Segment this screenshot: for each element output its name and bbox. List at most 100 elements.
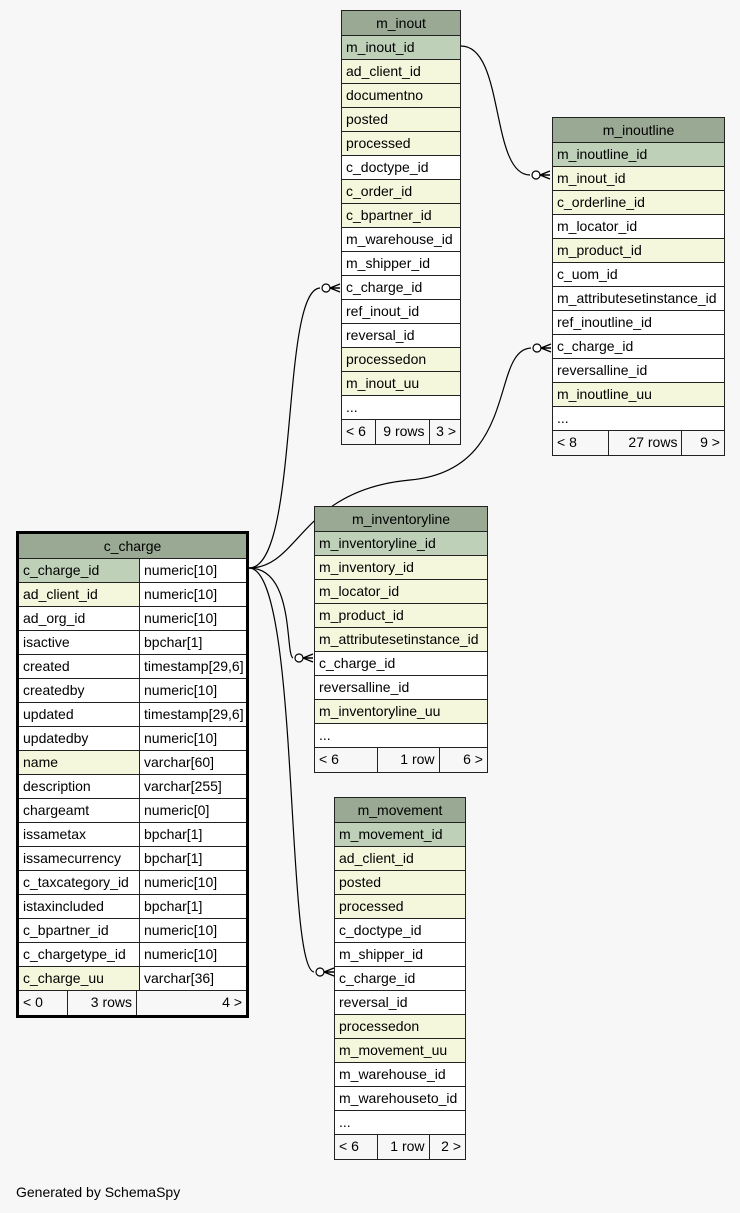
table-row[interactable]: c_bpartner_id [342,204,460,228]
table-row[interactable]: posted [342,108,460,132]
parents-link[interactable]: < 6 [339,1138,359,1154]
parents-link[interactable]: < 8 [557,434,577,450]
column-type: varchar[60] [139,751,246,774]
table-row[interactable]: c_doctype_id [335,919,465,943]
table-title[interactable]: c_charge [19,534,246,559]
children-link[interactable]: 4 > [136,991,246,1015]
table-title[interactable]: m_inventoryline [315,507,487,532]
table-row[interactable]: m_warehouse_id [342,228,460,252]
children-link[interactable]: 3 > [428,420,461,444]
table-row[interactable]: m_inout_id [342,36,460,60]
table-row[interactable]: m_locator_id [315,580,487,604]
table-row[interactable]: m_shipper_id [342,252,460,276]
table-row[interactable]: m_movement_uu [335,1039,465,1063]
parents-link[interactable]: < 6 [319,751,339,767]
table-row[interactable]: ... [553,407,724,431]
table-row[interactable]: reversal_id [342,324,460,348]
column-name: m_attributesetinstance_id [557,290,717,306]
table-row[interactable]: c_charge_id [315,652,487,676]
table-row[interactable]: documentno [342,84,460,108]
table-row[interactable]: m_inout_id [553,167,724,191]
table-row[interactable]: m_attributesetinstance_id [553,287,724,311]
table-row[interactable]: c_charge_id [335,967,465,991]
table-title[interactable]: m_inout [342,11,460,36]
table-row[interactable]: m_inventory_id [315,556,487,580]
table-row[interactable]: ref_inoutline_id [553,311,724,335]
table-row[interactable]: c_uom_id [553,263,724,287]
column-name: m_attributesetinstance_id [319,631,479,647]
column-name: m_locator_id [319,583,400,599]
table-row[interactable]: c_orderline_id [553,191,724,215]
table-row[interactable]: c_charge_id [553,335,724,359]
table-row[interactable]: m_locator_id [553,215,724,239]
table-title[interactable]: m_inoutline [553,118,724,143]
table-row[interactable]: m_movement_id [335,823,465,847]
column-name: chargeamt [23,802,90,818]
table-row[interactable]: c_charge_id [342,276,460,300]
table-title[interactable]: m_movement [335,798,465,823]
table-row[interactable]: processed [342,132,460,156]
children-link[interactable]: 2 > [428,1135,465,1159]
table-row[interactable]: processedon [335,1015,465,1039]
table-row[interactable]: ad_client_id [342,60,460,84]
table-row[interactable]: reversal_id [335,991,465,1015]
table-row[interactable]: m_product_id [553,239,724,263]
table-row[interactable]: m_inventoryline_id [315,532,487,556]
table-row[interactable]: m_warehouseto_id [335,1087,465,1111]
table-row[interactable]: m_inoutline_id [553,143,724,167]
column-type: bpchar[1] [139,895,246,918]
parents-link[interactable]: < 6 [346,423,366,439]
table-row[interactable]: ref_inout_id [342,300,460,324]
table-row[interactable]: reversalline_id [315,676,487,700]
table-row[interactable]: ... [335,1111,465,1135]
table-row[interactable]: m_shipper_id [335,943,465,967]
table-row[interactable]: m_inventoryline_uu [315,700,487,724]
table-row[interactable]: m_warehouse_id [335,1063,465,1087]
table-row[interactable]: reversalline_id [553,359,724,383]
table-row[interactable]: m_inout_uu [342,372,460,396]
table-row[interactable]: m_attributesetinstance_id [315,628,487,652]
table-row[interactable]: ad_client_id [335,847,465,871]
table-row[interactable]: processedon [342,348,460,372]
table-row[interactable]: ... [315,724,487,748]
children-link[interactable]: 9 > [681,431,724,455]
column-name: c_charge_id [557,338,634,354]
table-row[interactable]: ... [342,396,460,420]
column-name: m_inoutline_id [557,146,648,162]
crows-foot-marker [539,170,551,180]
column-name: ... [346,399,358,415]
table-row[interactable]: c_doctype_id [342,156,460,180]
table-row[interactable]: posted [335,871,465,895]
table-row[interactable]: m_product_id [315,604,487,628]
parents-link[interactable]: < 0 [23,994,43,1010]
table-row[interactable]: processed [335,895,465,919]
column-name: c_bpartner_id [23,922,109,938]
table-row[interactable]: c_order_id [342,180,460,204]
children-link[interactable]: 6 > [438,748,487,772]
table-row[interactable]: m_inoutline_uu [553,383,724,407]
